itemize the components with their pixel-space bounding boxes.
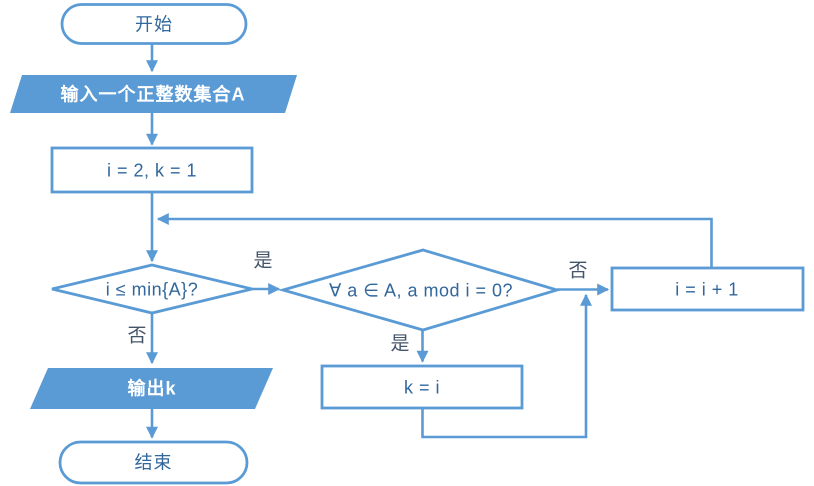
branch-label-cond1-no: 否 xyxy=(127,326,146,347)
end-label: 结束 xyxy=(135,453,173,473)
node-increment: i = i + 1 xyxy=(610,266,805,312)
node-input: 输入一个正整数集合A xyxy=(10,75,297,113)
output-parallelogram-shape xyxy=(30,368,273,409)
node-start: 开始 xyxy=(60,3,248,45)
assign-label: k = i xyxy=(404,378,440,398)
output-label: 输出k xyxy=(127,378,176,399)
branch-label-cond2-yes: 是 xyxy=(390,334,409,355)
edge-assign-loop xyxy=(421,293,592,439)
node-cond2: ∀ a ∈ A, a mod i = 0? xyxy=(277,248,562,332)
init-label: i = 2, k = 1 xyxy=(107,161,197,181)
assign-process-shape xyxy=(320,364,524,410)
end-terminator-shape xyxy=(58,440,249,485)
branch-label-cond2-no: 否 xyxy=(568,261,587,282)
branch-label-cond1-yes: 是 xyxy=(253,251,272,272)
node-assign: k = i xyxy=(320,364,524,410)
start-terminator-shape xyxy=(60,3,248,45)
input-label: 输入一个正整数集合A xyxy=(61,84,246,105)
init-process-shape xyxy=(50,146,254,194)
start-label: 开始 xyxy=(135,15,173,35)
cond1-label: i ≤ min{A}? xyxy=(106,280,198,300)
increment-process-shape xyxy=(610,266,805,312)
cond2-decision-shape xyxy=(277,248,562,332)
node-cond1: i ≤ min{A}? xyxy=(51,263,253,315)
cond2-label: ∀ a ∈ A, a mod i = 0? xyxy=(329,281,513,301)
cond1-decision-shape xyxy=(51,263,253,315)
edge-increment-loopback xyxy=(156,213,713,268)
node-end: 结束 xyxy=(58,440,249,485)
node-init: i = 2, k = 1 xyxy=(50,146,254,194)
increment-label: i = i + 1 xyxy=(675,280,739,300)
node-output: 输出k xyxy=(30,368,273,409)
input-parallelogram-shape xyxy=(10,75,297,113)
